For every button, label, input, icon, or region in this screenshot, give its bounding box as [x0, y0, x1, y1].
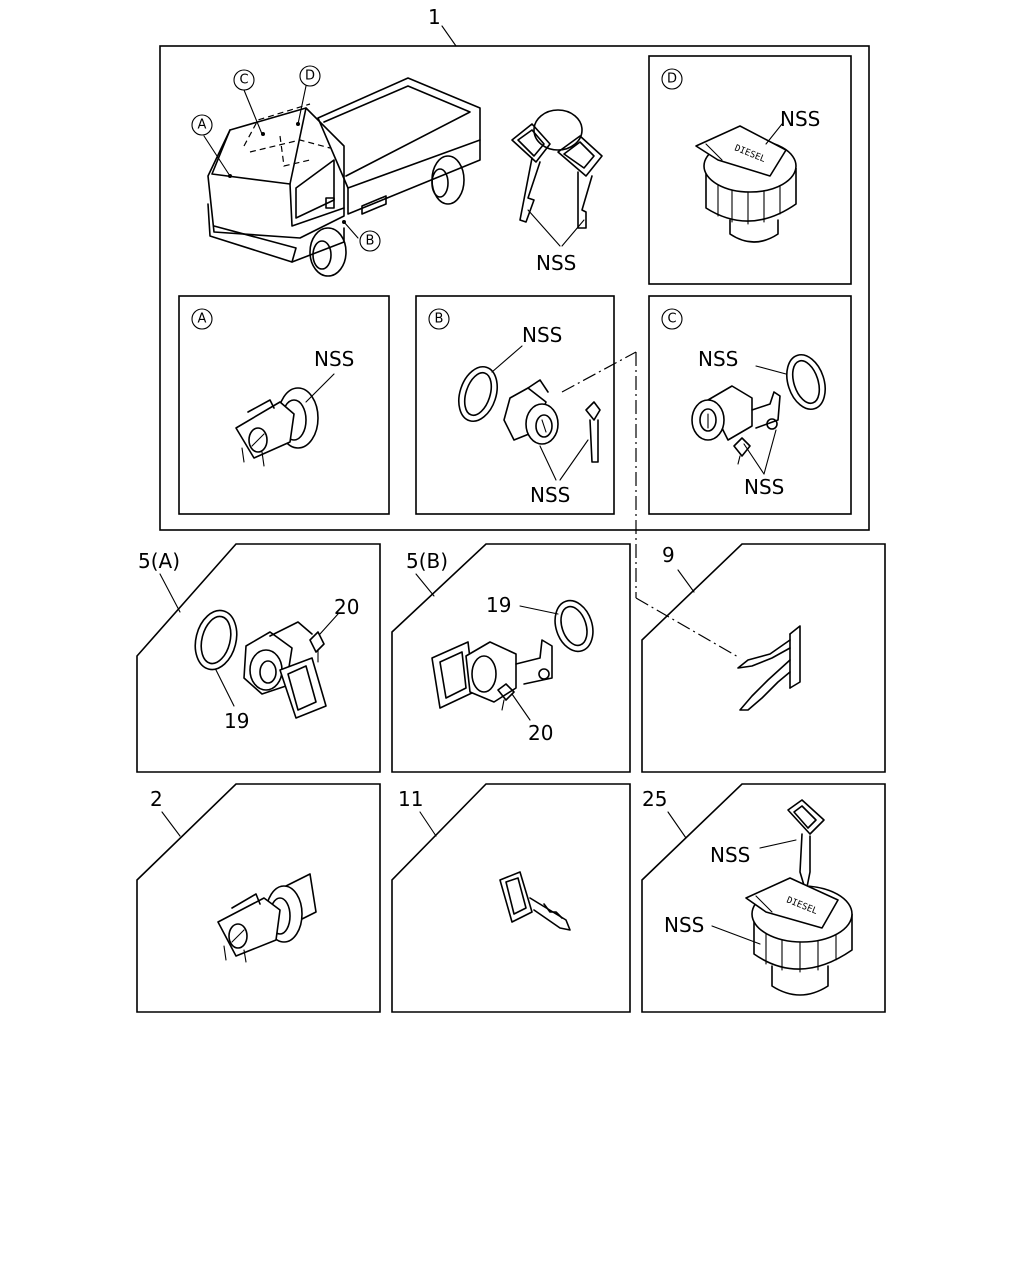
svg-text:A: A	[198, 118, 207, 133]
nss-panel-25-key-label: NSS	[710, 843, 750, 867]
panel-11	[391, 783, 631, 1013]
fuel-cap-d: DIESEL	[695, 123, 797, 243]
panel-c	[648, 295, 852, 515]
nss-panel-b-ring-label: NSS	[522, 323, 562, 347]
svg-text:B: B	[435, 312, 444, 327]
nss-panel-25-cap-label: NSS	[664, 913, 704, 937]
callout-20-a: 20	[334, 595, 359, 619]
panel-9	[641, 543, 886, 773]
marker-a: A	[191, 114, 213, 136]
panel-5a	[136, 543, 381, 773]
nss-keys-label: NSS	[536, 251, 576, 275]
callout-5a: 5(A)	[138, 549, 180, 573]
panel-b	[415, 295, 615, 515]
callout-2: 2	[150, 787, 163, 811]
nss-panel-c-lock-label: NSS	[744, 475, 784, 499]
callout-11: 11	[398, 787, 423, 811]
key-11	[499, 871, 571, 931]
svg-text:C: C	[667, 312, 676, 327]
marker-a-panel: A	[191, 308, 213, 330]
panel-a	[178, 295, 390, 515]
key-pair	[511, 109, 603, 247]
callout-19-a: 19	[224, 709, 249, 733]
bracket-9	[737, 625, 801, 711]
callout-1: 1	[428, 5, 441, 29]
assembly-1-frame	[159, 45, 870, 531]
panel-5b	[391, 543, 631, 773]
svg-text:D: D	[667, 72, 677, 87]
callout-9: 9	[662, 543, 675, 567]
callout-5b: 5(B)	[406, 549, 448, 573]
ignition-lock-a	[235, 373, 335, 467]
panel-2	[136, 783, 381, 1013]
fuel-cap-25: DIESEL	[711, 877, 853, 996]
svg-text:B: B	[366, 234, 375, 249]
door-lock-5b	[431, 599, 594, 721]
ignition-lock-2	[217, 873, 317, 963]
marker-d: D	[299, 65, 321, 87]
door-lock-5a	[194, 609, 339, 719]
nss-panel-b-lock-label: NSS	[530, 483, 570, 507]
nss-panel-d-label: NSS	[780, 107, 820, 131]
marker-c-panel: C	[661, 308, 683, 330]
marker-d-panel: D	[661, 68, 683, 90]
svg-text:C: C	[239, 73, 248, 88]
callout-25: 25	[642, 787, 667, 811]
marker-b-panel: B	[428, 308, 450, 330]
marker-b: B	[359, 230, 381, 252]
door-lock-c	[691, 353, 826, 475]
nss-panel-a-label: NSS	[314, 347, 354, 371]
callout-20-b: 20	[528, 721, 553, 745]
callout-19-b: 19	[486, 593, 511, 617]
svg-text:D: D	[305, 69, 315, 84]
marker-c: C	[233, 69, 255, 91]
panel-25	[641, 783, 886, 1013]
panel-d	[648, 55, 852, 285]
nss-panel-c-ring-label: NSS	[698, 347, 738, 371]
door-lock-b	[458, 345, 601, 481]
svg-text:A: A	[198, 312, 207, 327]
truck-overview	[203, 77, 481, 277]
